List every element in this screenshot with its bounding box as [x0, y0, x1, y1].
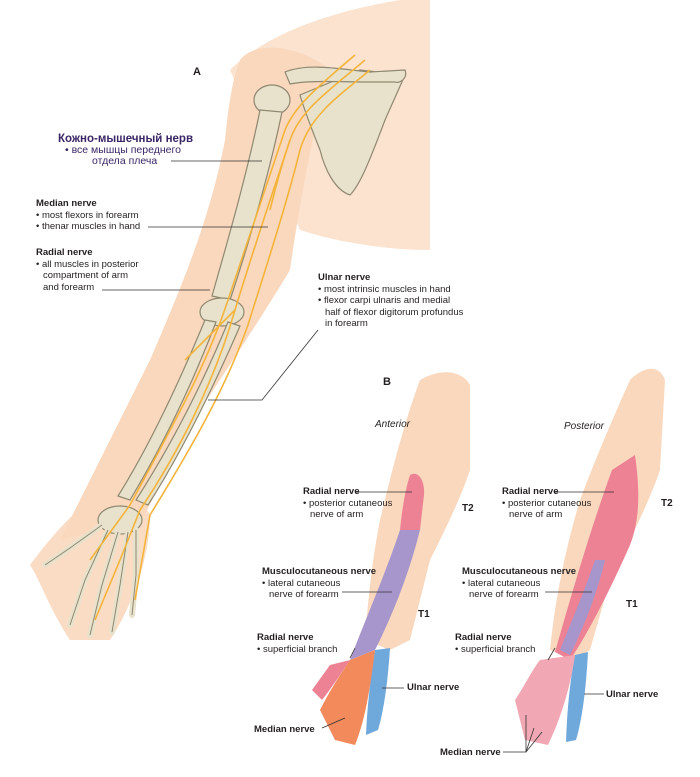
- radial-nerve-title: Radial nerve: [36, 247, 93, 258]
- posterior-musculocutaneous-title: Musculocutaneous nerve: [462, 566, 577, 577]
- anterior-radial-superficial-label: Radial nerve superficial branch: [257, 632, 337, 655]
- posterior-musculocutaneous-cont: nerve of forearm: [469, 589, 539, 600]
- panel-a-leader-lines: [102, 160, 319, 401]
- musculocutaneous-line1-ru: • все мышцы переднего: [65, 144, 181, 156]
- posterior-radial-arm-bullet: posterior cutaneous: [502, 498, 591, 510]
- posterior-median-label: Median nerve: [440, 747, 501, 758]
- posterior-radial-zone: [555, 455, 639, 660]
- ulnar-nerve-cont1: half of flexor digitorum profundus: [325, 306, 464, 318]
- ulnar-nerve-bullet1: most intrinsic muscles in hand: [318, 284, 463, 296]
- posterior-ulnar-zone: [566, 652, 588, 742]
- posterior-t1-label: T1: [626, 599, 638, 610]
- anterior-t1-label: T1: [418, 609, 430, 620]
- posterior-t2-label: T2: [661, 498, 673, 509]
- anterior-musculocutaneous-zone: [350, 530, 420, 660]
- posterior-view-label: Posterior: [564, 421, 605, 432]
- posterior-musculocutaneous-label: Musculocutaneous nerve lateral cutaneous…: [462, 566, 576, 601]
- ulnar-nerve-cont2: in forearm: [325, 318, 368, 329]
- panel-b-leader-lines: [321, 491, 614, 753]
- anterior-radial-superficial-title: Radial nerve: [257, 632, 314, 643]
- anterior-radial-arm-title: Radial nerve: [303, 486, 360, 497]
- radial-nerve-bullet1: all muscles in posterior: [36, 259, 139, 271]
- musculocutaneous-label-ru: Кожно-мышечный нерв • все мышцы переднег…: [58, 133, 194, 167]
- median-nerve-bullet1: most flexors in forearm: [36, 210, 140, 222]
- hand-bone-outlines: [44, 524, 137, 636]
- ulnar-nerve-label: Ulnar nerve most intrinsic muscles in ha…: [318, 272, 463, 330]
- anterior-radial-superficial-zone: [312, 660, 350, 700]
- radial-nerve-label: Radial nerve all muscles in posterior co…: [36, 247, 139, 293]
- posterior-radial-superficial-bullet: superficial branch: [455, 644, 535, 656]
- median-nerve-title: Median nerve: [36, 198, 97, 209]
- posterior-musculocutaneous-bullet: lateral cutaneous: [462, 578, 576, 590]
- panel-a-letter: A: [193, 66, 201, 78]
- anterior-t2-label: T2: [462, 503, 474, 514]
- anterior-radial-superficial-bullet: superficial branch: [257, 644, 337, 656]
- panel-b-letter: B: [383, 376, 391, 388]
- anterior-musculocutaneous-cont: nerve of forearm: [269, 589, 339, 600]
- posterior-hand-radial-zone: [515, 655, 575, 745]
- posterior-radial-arm-cont: nerve of arm: [509, 509, 563, 520]
- posterior-musculocutaneous-zone: [560, 560, 605, 655]
- anterior-view-label: Anterior: [375, 419, 411, 430]
- anterior-radial-arm-bullet: posterior cutaneous: [303, 498, 392, 510]
- ulnar-nerve-bullet2: flexor carpi ulnaris and medial: [318, 295, 463, 307]
- posterior-radial-arm-label: Radial nerve posterior cutaneous nerve o…: [502, 486, 591, 521]
- anterior-musculocutaneous-title: Musculocutaneous nerve: [262, 566, 377, 577]
- radial-nerve-cont2: and forearm: [43, 281, 95, 293]
- musculocutaneous-title-ru: Кожно-мышечный нерв: [58, 133, 194, 145]
- posterior-radial-superficial-label: Radial nerve superficial branch: [455, 632, 535, 655]
- anterior-radial-arm-cont: nerve of arm: [310, 509, 364, 520]
- median-nerve-bullet2: thenar muscles in hand: [36, 221, 140, 233]
- radial-nerve-cont1: compartment of arm: [43, 270, 128, 281]
- median-nerve-label: Median nerve most flexors in forearm the…: [36, 198, 140, 233]
- anterior-ulnar-label: Ulnar nerve: [407, 682, 460, 693]
- ulnar-nerve-title: Ulnar nerve: [318, 272, 371, 283]
- anterior-radial-arm-label: Radial nerve posterior cutaneous nerve o…: [303, 486, 392, 521]
- posterior-radial-superficial-title: Radial nerve: [455, 632, 512, 643]
- panel-a-arm: [30, 0, 430, 640]
- anterior-median-label: Median nerve: [254, 724, 315, 735]
- panel-b-anterior-limb: [312, 372, 470, 745]
- radius-bone: [117, 319, 217, 501]
- anterior-musculocutaneous-label: Musculocutaneous nerve lateral cutaneous…: [262, 566, 376, 601]
- musculocutaneous-line2-ru: отдела плеча: [92, 155, 158, 167]
- panel-b-posterior-limb: [515, 368, 665, 745]
- nerve-paths: [89, 54, 371, 621]
- ulna-bone: [135, 321, 241, 506]
- posterior-ulnar-label: Ulnar nerve: [606, 689, 659, 700]
- anterior-median-zone: [320, 650, 375, 745]
- anterior-musculocutaneous-bullet: lateral cutaneous: [262, 578, 376, 590]
- anterior-radial-zone: [400, 473, 425, 530]
- posterior-radial-arm-title: Radial nerve: [502, 486, 559, 497]
